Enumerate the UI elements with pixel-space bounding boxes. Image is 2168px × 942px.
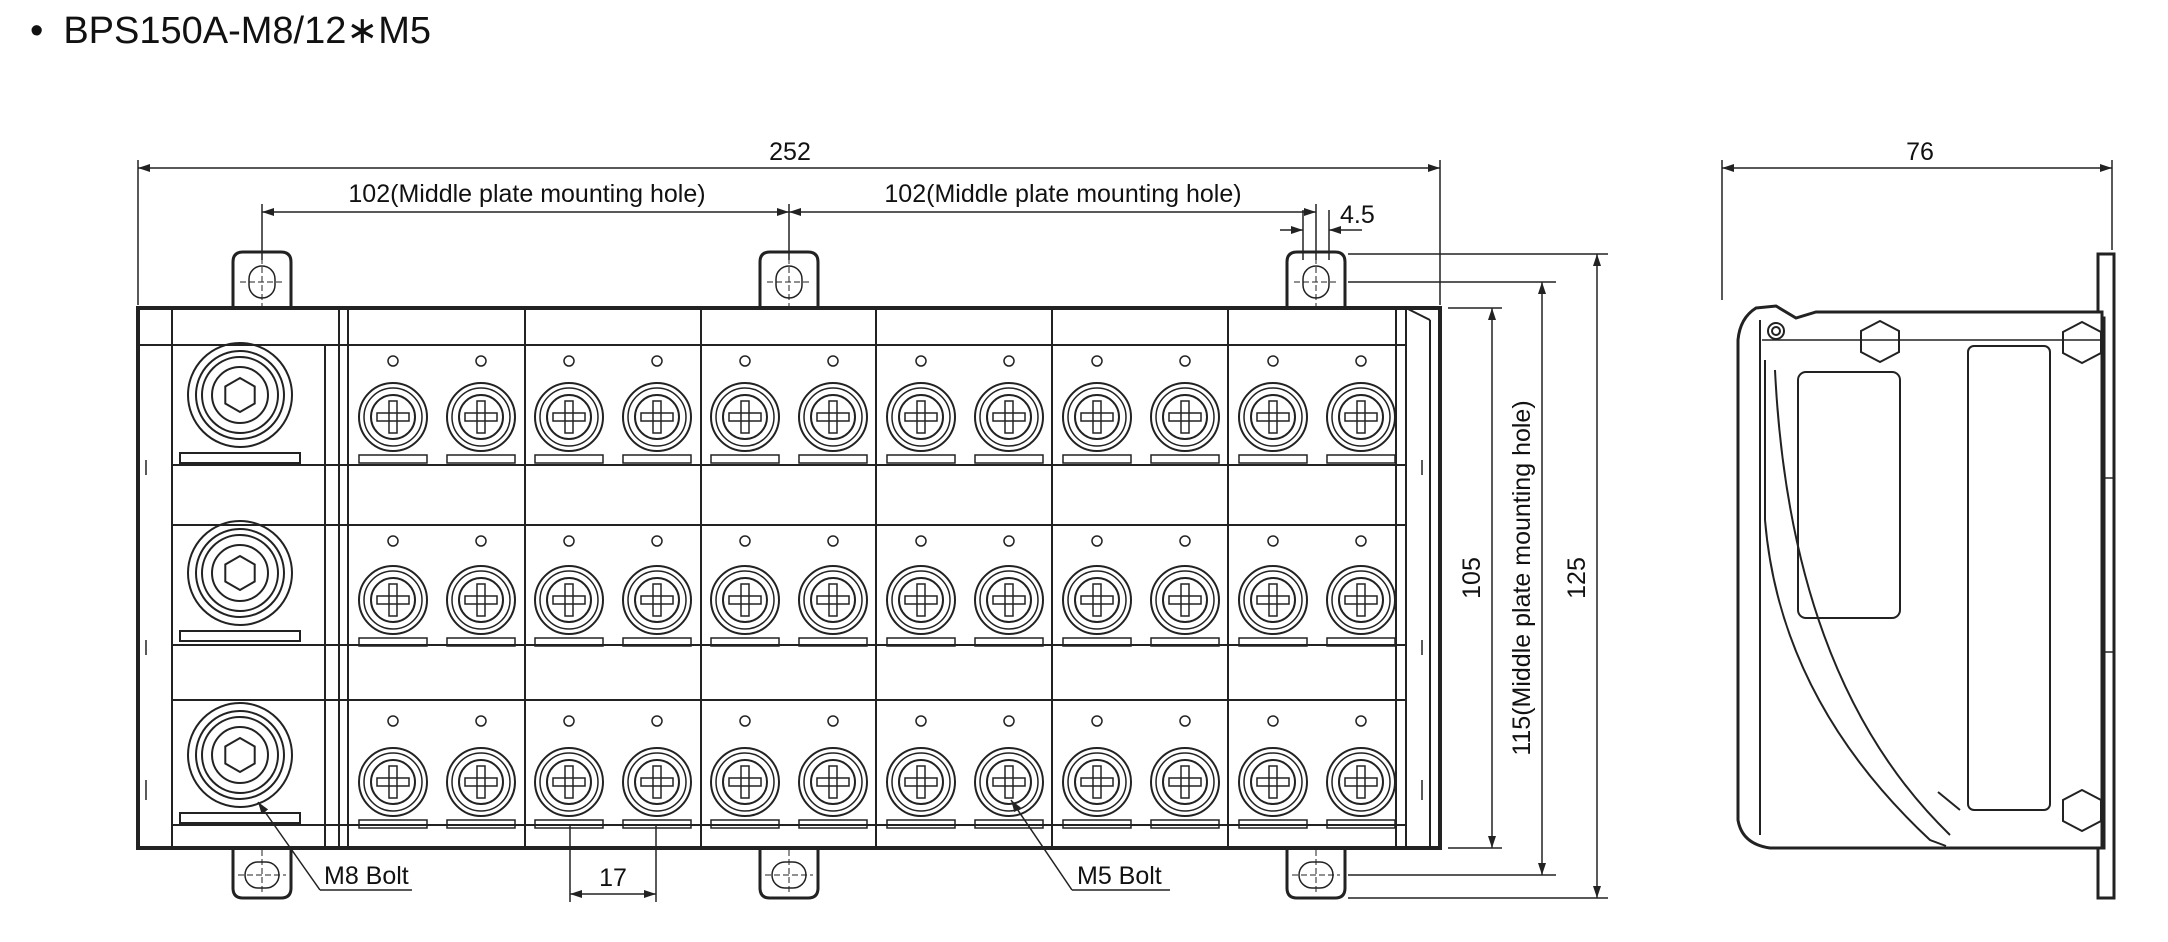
- label-mounting-right: 102(Middle plate mounting hole): [884, 180, 1241, 208]
- m5-screws: [358, 355, 1396, 829]
- m5-screw: [710, 715, 780, 829]
- m5-screw: [622, 355, 692, 464]
- label-height-overall: 125: [1563, 557, 1591, 599]
- m5-screw: [446, 535, 516, 647]
- m5-screw: [974, 715, 1044, 829]
- edge-ticks: [145, 460, 1423, 800]
- m5-screw: [1150, 355, 1220, 464]
- terminal-block-body: [136, 306, 1442, 850]
- label-m5-bolt: M5 Bolt: [1077, 862, 1162, 890]
- m5-screw: [446, 715, 516, 829]
- m5-screw: [886, 715, 956, 829]
- m5-screw: [710, 535, 780, 647]
- module-columns: [524, 308, 1229, 848]
- side-body-outline: [1736, 304, 2104, 850]
- dimension-labels: 252 102(Middle plate mounting hole) 102(…: [324, 138, 1934, 892]
- side-view: [1721, 160, 2116, 900]
- m5-screw: [1238, 535, 1308, 647]
- m5-screw: [1062, 355, 1132, 464]
- m5-screw: [534, 535, 604, 647]
- tab-centerlines: [238, 258, 1340, 894]
- front-dimensions: [137, 160, 1608, 902]
- m5-screw: [1150, 715, 1220, 829]
- drawing-title: • BPS150A-M8/12∗M5: [30, 8, 431, 53]
- m8-bolts: [179, 342, 301, 824]
- m5-screw: [622, 715, 692, 829]
- label-height-mounting: 115(Middle plate mounting hole): [1508, 400, 1536, 755]
- m8-bolt: [179, 342, 301, 464]
- leader-m5: [1010, 799, 1073, 891]
- m5-screw: [1326, 355, 1396, 464]
- label-mounting-left: 102(Middle plate mounting hole): [348, 180, 705, 208]
- label-tab-width: 4.5: [1340, 201, 1375, 229]
- m5-screw: [534, 715, 604, 829]
- title-bullet: •: [30, 10, 44, 52]
- label-pitch: 17: [599, 864, 627, 892]
- m5-screw: [622, 535, 692, 647]
- m5-screw: [358, 535, 428, 647]
- m5-screw: [798, 715, 868, 829]
- leader-m8: [257, 801, 321, 891]
- side-body-details: [1759, 319, 2102, 847]
- front-view: [136, 250, 1442, 900]
- m5-screw: [446, 355, 516, 464]
- m5-screw: [798, 355, 868, 464]
- label-overall-width: 252: [769, 138, 811, 166]
- m5-screw: [1150, 535, 1220, 647]
- side-dimensions: [1721, 160, 2113, 300]
- label-m8-bolt: M8 Bolt: [324, 862, 409, 890]
- title-text: BPS150A-M8/12∗M5: [63, 10, 431, 52]
- m5-screw: [1062, 715, 1132, 829]
- m5-screw: [710, 355, 780, 464]
- m5-screw: [886, 535, 956, 647]
- label-height-body: 105: [1458, 557, 1486, 599]
- label-side-depth: 76: [1906, 138, 1934, 166]
- m5-screw: [1238, 715, 1308, 829]
- m5-screw: [358, 715, 428, 829]
- body-frame-lines: [171, 307, 1431, 849]
- m8-bolt: [179, 702, 301, 824]
- m5-screw: [886, 355, 956, 464]
- m5-screw: [1238, 355, 1308, 464]
- m5-screw: [798, 535, 868, 647]
- m5-screw: [1062, 535, 1132, 647]
- row-separators: [138, 344, 1406, 826]
- m5-screw: [974, 535, 1044, 647]
- m5-screw: [1326, 715, 1396, 829]
- m5-screw: [1326, 535, 1396, 647]
- m5-screw: [534, 355, 604, 464]
- m8-bolt: [179, 520, 301, 642]
- m5-screw: [358, 355, 428, 464]
- m5-screw: [974, 355, 1044, 464]
